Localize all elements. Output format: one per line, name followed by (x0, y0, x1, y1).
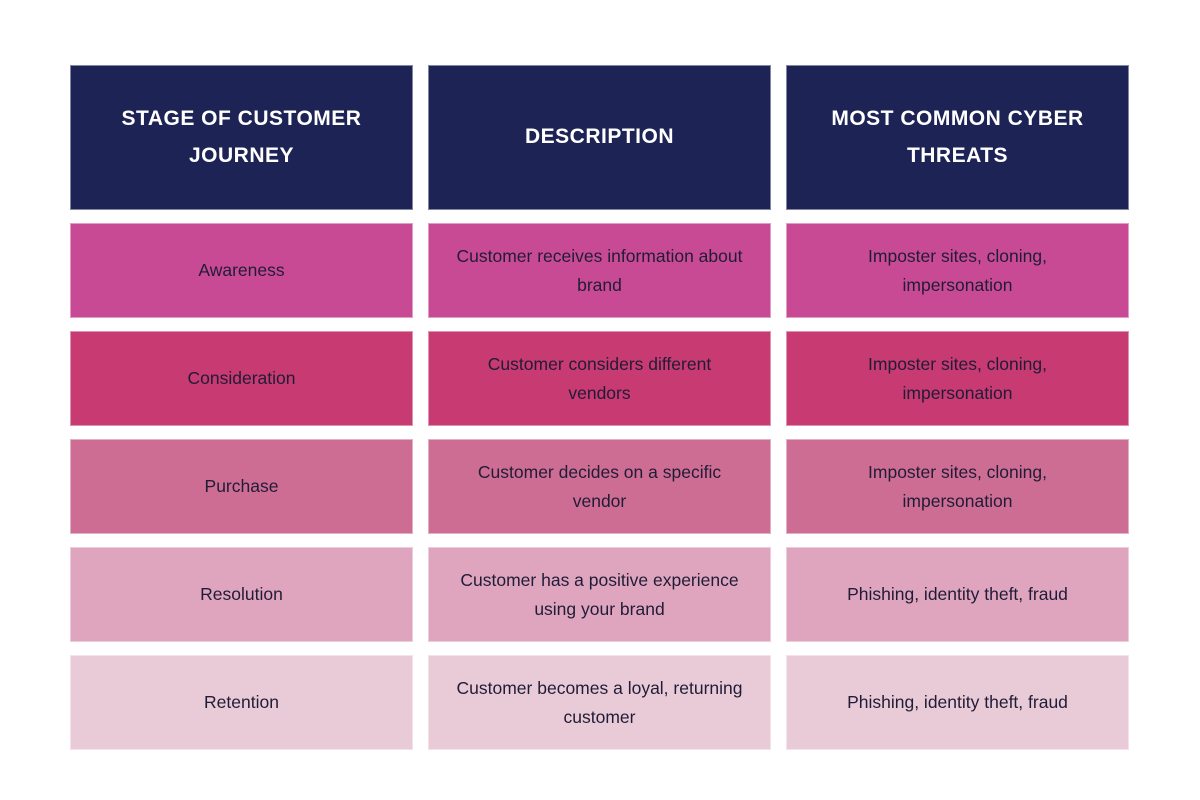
description-cell: Customer becomes a loyal, returning cust… (428, 655, 771, 750)
stage-cell: Resolution (70, 547, 413, 642)
header-cell-description: DESCRIPTION (428, 65, 771, 210)
stage-cell: Purchase (70, 439, 413, 534)
description-cell: Customer has a positive experience using… (428, 547, 771, 642)
threats-cell: Imposter sites, cloning, impersonation (786, 439, 1129, 534)
stage-cell: Awareness (70, 223, 413, 318)
threats-cell: Imposter sites, cloning, impersonation (786, 223, 1129, 318)
header-cell-stage: STAGE OF CUSTOMER JOURNEY (70, 65, 413, 210)
threats-cell: Phishing, identity theft, fraud (786, 655, 1129, 750)
threats-cell: Phishing, identity theft, fraud (786, 547, 1129, 642)
header-cell-threats: MOST COMMON CYBER THREATS (786, 65, 1129, 210)
stage-cell: Consideration (70, 331, 413, 426)
description-cell: Customer decides on a specific vendor (428, 439, 771, 534)
stage-cell: Retention (70, 655, 413, 750)
description-cell: Customer considers different vendors (428, 331, 771, 426)
threats-cell: Imposter sites, cloning, impersonation (786, 331, 1129, 426)
customer-journey-table: STAGE OF CUSTOMER JOURNEY DESCRIPTION MO… (70, 65, 1129, 750)
description-cell: Customer receives information about bran… (428, 223, 771, 318)
